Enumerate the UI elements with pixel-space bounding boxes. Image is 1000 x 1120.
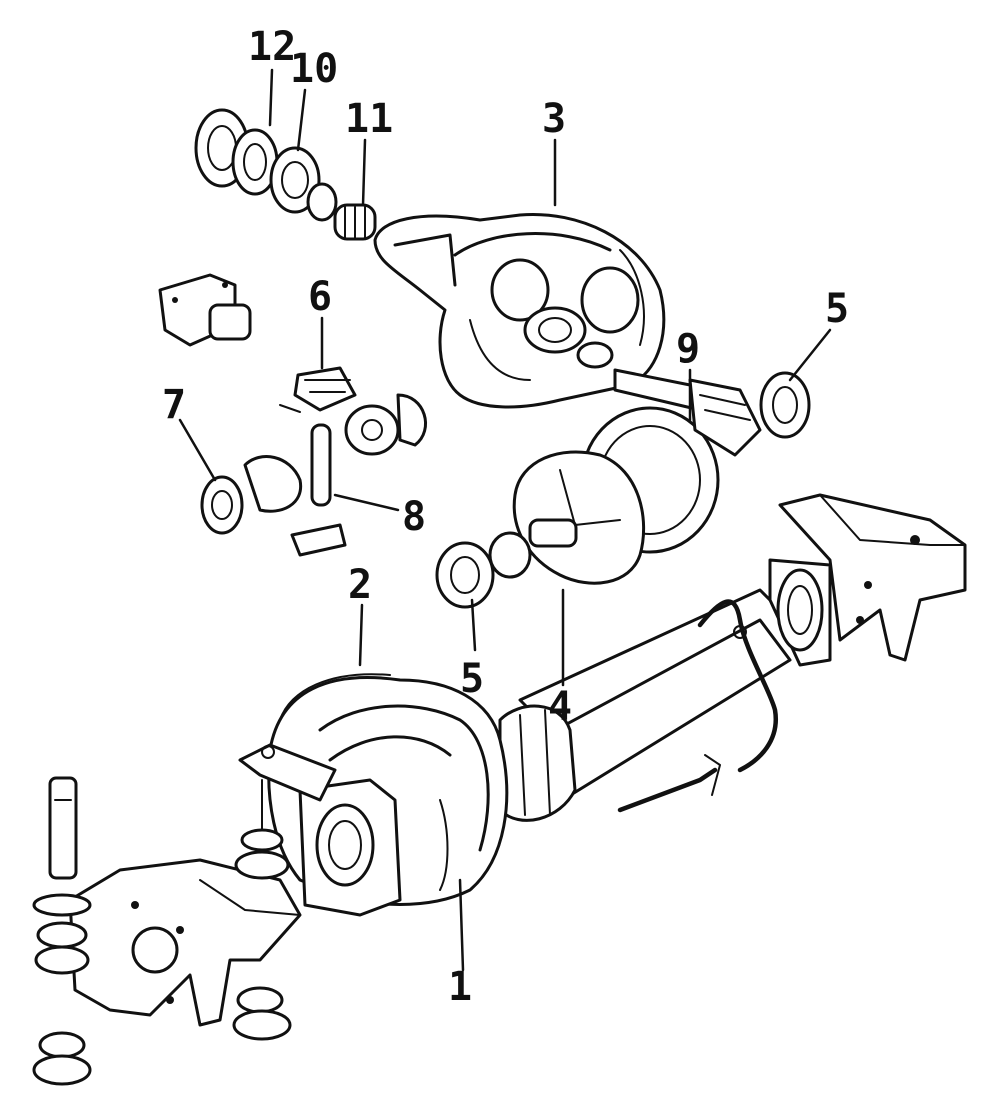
axle-housing [68, 493, 967, 1027]
carrier-bearings [435, 371, 811, 609]
callout-10: 10 [290, 46, 338, 92]
pinion-bearing-set [194, 108, 377, 241]
callout-4: 4 [548, 684, 572, 730]
callout-12: 12 [248, 24, 296, 70]
mount-bushings [32, 776, 292, 1086]
callout-6: 6 [308, 274, 332, 320]
callout-9: 9 [676, 326, 700, 372]
callout-1: 1 [448, 964, 472, 1010]
spider-gears [200, 366, 427, 557]
callout-2: 2 [348, 562, 372, 608]
pinion-flange [158, 273, 252, 347]
diff-case-ring-gear [512, 368, 762, 585]
callout-5-upper: 5 [825, 286, 849, 332]
callout-labels: 1 2 3 4 5 5 6 7 8 9 10 11 12 [162, 24, 849, 1010]
callout-8: 8 [402, 494, 426, 540]
callout-11: 11 [345, 96, 393, 142]
callout-7: 7 [162, 382, 186, 428]
callout-5-lower: 5 [460, 656, 484, 702]
leader-lines [178, 68, 832, 972]
callout-3: 3 [542, 96, 566, 142]
